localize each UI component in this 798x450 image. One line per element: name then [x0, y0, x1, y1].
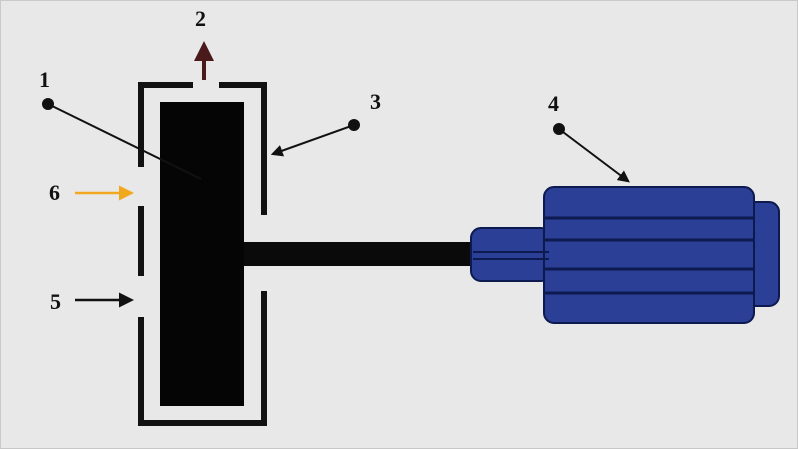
label-1: 1 [39, 67, 50, 92]
shaft-thin-section [244, 247, 294, 261]
motor-coupling [470, 227, 552, 282]
leader-line-1 [47, 103, 202, 180]
label-5: 5 [50, 289, 61, 314]
label-3: 3 [370, 89, 381, 114]
rotor-block [160, 102, 244, 406]
leader-line-3 [270, 124, 355, 157]
label-2: 2 [195, 6, 206, 31]
motor [470, 186, 780, 324]
leader-line-4 [558, 128, 630, 183]
motor-body [543, 186, 755, 324]
housing [138, 82, 267, 426]
label-4: 4 [548, 91, 559, 116]
label-6: 6 [49, 180, 60, 205]
